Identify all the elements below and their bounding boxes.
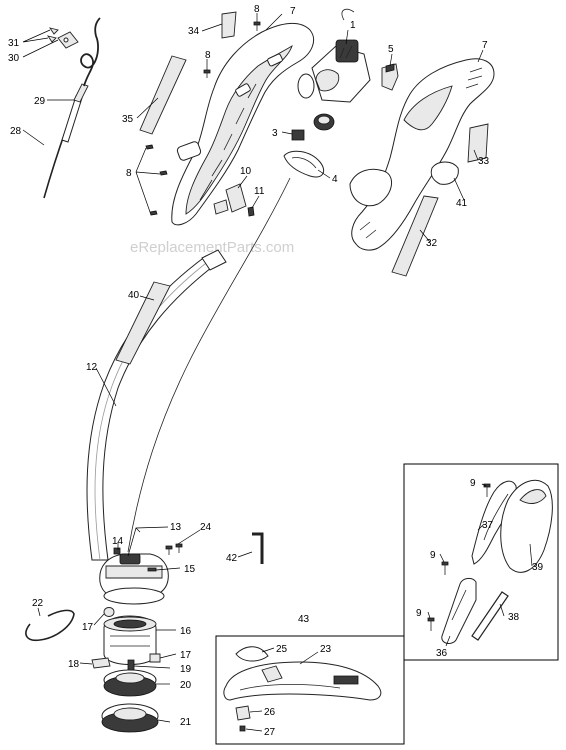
callout-8-top: 8 <box>254 4 260 15</box>
spool-20 <box>103 669 157 697</box>
label-35 <box>139 55 187 135</box>
part-15 <box>147 567 157 572</box>
callout-17-left: 17 <box>82 622 94 633</box>
handle-37 <box>471 480 517 565</box>
spring-19 <box>127 659 135 671</box>
callout-34: 34 <box>188 26 200 37</box>
callout-29: 29 <box>34 96 46 107</box>
part-14 <box>113 547 121 555</box>
callout-16: 16 <box>180 626 192 637</box>
callout-32: 32 <box>426 238 438 249</box>
callout-8-mid: 8 <box>205 50 211 61</box>
screw-group-8 <box>145 21 261 216</box>
callout-7-left: 7 <box>290 6 296 17</box>
callout-26: 26 <box>264 707 276 718</box>
callout-10: 10 <box>240 166 252 177</box>
callout-20: 20 <box>180 680 192 691</box>
callout-41: 41 <box>456 198 468 209</box>
callout-18: 18 <box>68 659 80 670</box>
handle-kit-box <box>403 463 559 661</box>
part-11 <box>247 206 255 217</box>
callout-25: 25 <box>276 644 288 655</box>
handle-36 <box>441 577 477 644</box>
leader-lines <box>22 13 533 732</box>
screws-9 <box>427 483 491 631</box>
callout-21: 21 <box>180 717 192 728</box>
callout-13: 13 <box>170 522 182 533</box>
left-housing <box>171 23 314 226</box>
callout-11: 11 <box>254 186 265 197</box>
label-34 <box>221 11 237 39</box>
callout-28: 28 <box>10 126 22 137</box>
callout-24: 24 <box>200 522 212 533</box>
part-3 <box>291 129 305 141</box>
callout-43: 43 <box>298 614 310 625</box>
part-22 <box>25 609 75 642</box>
callout-23: 23 <box>320 644 332 655</box>
label-32 <box>391 195 439 277</box>
handle-39 <box>500 479 553 573</box>
label-33 <box>467 123 489 163</box>
callout-30: 30 <box>8 53 20 64</box>
motor <box>297 8 371 131</box>
callout-labels: 1 3 4 5 7 7 8 8 8 9 9 9 10 11 12 13 14 1… <box>8 4 544 738</box>
callout-14: 14 <box>112 536 124 547</box>
callout-5: 5 <box>388 44 394 55</box>
part-26 <box>235 705 251 721</box>
label-40 <box>115 281 171 365</box>
callout-19: 19 <box>180 664 192 675</box>
callout-31: 31 <box>8 38 20 49</box>
callout-8-left: 8 <box>126 168 132 179</box>
callout-27: 27 <box>264 727 276 738</box>
callout-9-top: 9 <box>470 478 476 489</box>
drive-cable <box>127 177 291 553</box>
part-41 <box>430 161 459 185</box>
part-10 <box>225 183 247 213</box>
part-38 <box>471 591 509 641</box>
guard-23 <box>223 661 382 701</box>
part-17a <box>103 607 115 617</box>
callout-12: 12 <box>86 362 98 373</box>
callout-39: 39 <box>532 562 544 573</box>
callout-38: 38 <box>508 612 520 623</box>
callout-37: 37 <box>482 520 494 531</box>
part-4 <box>283 150 325 178</box>
callout-4: 4 <box>332 174 338 185</box>
callout-3: 3 <box>272 128 278 139</box>
part-24 <box>165 543 183 555</box>
callout-1: 1 <box>350 20 356 31</box>
hex-key-42 <box>252 532 264 564</box>
spool-housing-16 <box>103 615 157 665</box>
callout-22: 22 <box>32 598 44 609</box>
watermark: eReplacementParts.com <box>130 239 294 256</box>
part-27 <box>239 725 246 732</box>
callout-33: 33 <box>478 156 490 167</box>
callout-9-mid: 9 <box>430 550 436 561</box>
cap-21 <box>101 703 159 733</box>
part-18 <box>91 657 111 669</box>
callout-36: 36 <box>436 648 448 659</box>
callout-35: 35 <box>122 114 134 125</box>
callout-42: 42 <box>226 553 238 564</box>
callout-9-bottom: 9 <box>416 608 422 619</box>
lower-head <box>99 553 169 605</box>
callout-7-right: 7 <box>482 40 488 51</box>
part-17b <box>149 653 161 663</box>
right-housing <box>349 58 495 251</box>
part-25 <box>235 646 269 662</box>
callout-40: 40 <box>128 290 140 301</box>
guard-kit-box <box>215 635 405 745</box>
callout-15: 15 <box>184 564 196 575</box>
power-cord-group <box>43 17 101 199</box>
callout-17-right: 17 <box>180 650 192 661</box>
